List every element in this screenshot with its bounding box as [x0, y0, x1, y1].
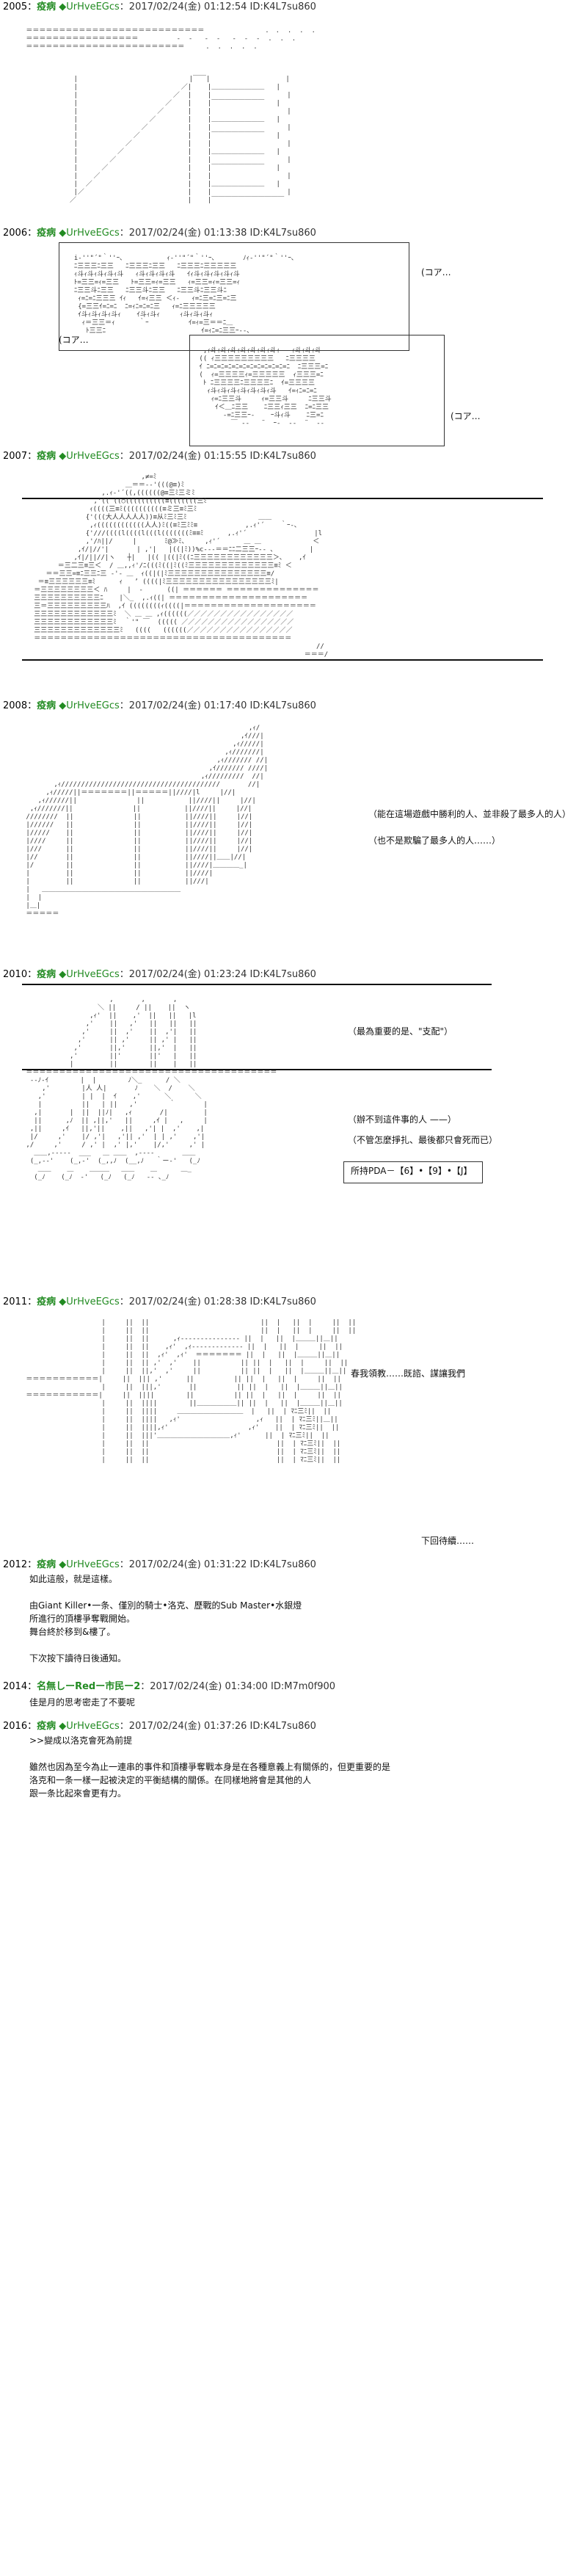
post-meta: ：2017/02/24(金) 01:15:55 ID:K4L7su860	[119, 451, 316, 462]
post-header-2005: 2005：疫病 ◆UrHveEGcs：2017/02/24(金) 01:12:5…	[3, 1, 316, 13]
post-body-line: 跟一条比起來會更有力。	[29, 1788, 127, 1799]
ascii-art-2006-b: ,ｨ斗ｨ斗ｨ斗ｨ斗ｨ斗ｨ斗ｨ斗ｨ ｨ斗ｨ斗ｨ斗 (( ｨ三三三三三三三三三 ﾆ三…	[199, 347, 332, 427]
poster-trip: ◆UrHveEGcs	[59, 1, 120, 12]
poster-name: 疫病	[37, 1721, 56, 1732]
post-body-line: 如此這般，就是這樣。	[29, 1574, 118, 1584]
poster-trip: ◆UrHveEGcs	[59, 1721, 120, 1732]
post-body-line: 佳是月的思考密走了不要呢	[29, 1697, 136, 1708]
speech-bubble: （能在這場遊戲中勝利的人、並非殺了最多人的人）	[368, 809, 572, 819]
post-number: 2010：	[3, 969, 37, 980]
post-meta: ：2017/02/24(金) 01:23:24 ID:K4L7su860	[119, 969, 316, 980]
ascii-art-2011: | || || || | || | || || | || || || | || …	[26, 1319, 357, 1464]
poster-trip: ◆UrHveEGcs	[59, 969, 120, 980]
speech-bubble: （也不是欺騙了最多人的人……）	[368, 835, 501, 846]
poster-name: 疫病	[37, 1559, 56, 1570]
pda-box	[343, 1161, 483, 1183]
post-body-line: 雖然也因為至今為止一連串的事件和頂樓爭奪戰本身是在各種意義上有關係的，但更重要的…	[29, 1762, 391, 1772]
pda-label: 所持PDA－【6】•【9】•【J】	[351, 1166, 473, 1176]
post-meta: ：2017/02/24(金) 01:17:40 ID:K4L7su860	[119, 700, 316, 711]
aa-frame-top	[59, 242, 409, 351]
post-body-line: 下次按下讀待日後通知。	[29, 1653, 127, 1663]
post-header-2012: 2012：疫病 ◆UrHveEGcs：2017/02/24(金) 01:31:2…	[3, 1559, 316, 1571]
post-header-2006: 2006：疫病 ◆UrHveEGcs：2017/02/24(金) 01:13:3…	[3, 228, 316, 239]
poster-name: 名無しーRedー市民ー2	[37, 1681, 141, 1692]
post-number: 2011：	[3, 1296, 37, 1307]
post-meta: ：2017/02/24(金) 01:28:38 ID:K4L7su860	[119, 1296, 316, 1307]
poster-name: 疫病	[37, 451, 56, 462]
poster-name: 疫病	[37, 1296, 56, 1307]
post-header-2014: 2014：名無しーRedー市民ー2：2017/02/24(金) 01:34:00…	[3, 1681, 335, 1693]
post-body-line: 洛克和一条一樣一起被決定的平衡結構的關係。在同樣地將會是其他的人	[29, 1775, 312, 1785]
post-meta: ：2017/02/24(金) 01:31:22 ID:K4L7su860	[119, 1559, 316, 1570]
post-meta: ：2017/02/24(金) 01:13:38 ID:K4L7su860	[119, 228, 316, 239]
post-meta: ：2017/02/24(金) 01:34:00 ID:M7m0f900	[140, 1681, 336, 1692]
divider	[22, 659, 543, 661]
poster-name: 疫病	[37, 1, 56, 12]
speech-bubble: (コア…	[451, 411, 481, 421]
poster-trip: ◆UrHveEGcs	[59, 1296, 120, 1307]
post-body-line: 所進行的頂樓爭奪戰開始。	[29, 1614, 136, 1624]
post-number: 2007：	[3, 451, 37, 462]
ascii-art-2005: ＝＝＝＝＝＝＝＝＝＝＝＝＝＝＝＝＝＝＝＝＝＝＝＝＝＝＝ . . . . . ＝＝…	[26, 27, 316, 204]
ascii-art-2010: , , , ＼ || / || || ヽ ,ｨ' || ,' || || |l …	[26, 996, 277, 1181]
aa-frame-bottom	[189, 335, 445, 446]
speech-bubble: 春我領教……既諮、謀讓我們	[351, 1368, 466, 1379]
next-notice: 下回待續……	[421, 1536, 475, 1546]
speech-bubble: （最為重要的是、"支配"）	[348, 1026, 453, 1037]
poster-name: 疫病	[37, 969, 56, 980]
poster-trip: ◆UrHveEGcs	[59, 700, 120, 711]
ascii-art-2008: ,ｨ/ ,ｲ///| ,ｨ/////| ,ｨ///////|	[26, 725, 269, 918]
post-meta: ：2017/02/24(金) 01:12:54 ID:K4L7su860	[119, 1, 316, 12]
speech-bubble: （不管怎麼掙扎、最後都只會死而已）	[348, 1135, 498, 1145]
post-number: 2008：	[3, 700, 37, 711]
post-header-2008: 2008：疫病 ◆UrHveEGcs：2017/02/24(金) 01:17:4…	[3, 700, 316, 712]
post-number: 2012：	[3, 1559, 37, 1570]
poster-trip: ◆UrHveEGcs	[59, 228, 120, 239]
post-number: 2006：	[3, 228, 37, 239]
divider	[22, 498, 543, 499]
post-number: 2014：	[3, 1681, 37, 1692]
divider	[22, 1069, 492, 1070]
poster-trip: ◆UrHveEGcs	[59, 451, 120, 462]
post-header-2007: 2007：疫病 ◆UrHveEGcs：2017/02/24(金) 01:15:5…	[3, 451, 316, 462]
speech-bubble: (コア…	[421, 267, 451, 277]
post-body-line: >>變成以洛克會死為前提	[29, 1735, 133, 1746]
poster-trip: ◆UrHveEGcs	[59, 1559, 120, 1570]
post-header-2010: 2010：疫病 ◆UrHveEGcs：2017/02/24(金) 01:23:2…	[3, 969, 316, 981]
post-meta: ：2017/02/24(金) 01:37:26 ID:K4L7su860	[119, 1721, 316, 1732]
poster-name: 疫病	[37, 700, 56, 711]
poster-name: 疫病	[37, 228, 56, 239]
divider	[22, 984, 492, 985]
ascii-art-2007: ,≠=ﾐ ＿＝＝-‐'(((@≡)ﾐ ,.ｨ‐'´((,((((((@≡三ﾐ三ミ…	[34, 474, 329, 658]
post-header-2016: 2016：疫病 ◆UrHveEGcs：2017/02/24(金) 01:37:2…	[3, 1721, 316, 1733]
ascii-art-2006-a: i‐''"´"｀''ｰ､ ｨ‐''"´"｀''ｰ､ ﾉｨ‐''"´"｀''ｰ､ …	[73, 255, 295, 335]
speech-bubble: （辦不到這件事的人 ——）	[348, 1114, 456, 1125]
post-number: 2016：	[3, 1721, 37, 1732]
post-body-line: 由Giant Killer•一条、僅別的騎士•洛克、歷戰的Sub Master•…	[29, 1600, 302, 1611]
post-number: 2005：	[3, 1, 37, 12]
post-header-2011: 2011：疫病 ◆UrHveEGcs：2017/02/24(金) 01:28:3…	[3, 1296, 316, 1308]
post-body-line: 舞台終於移到&樓了。	[29, 1627, 116, 1637]
speech-bubble: (コア…	[59, 335, 89, 345]
